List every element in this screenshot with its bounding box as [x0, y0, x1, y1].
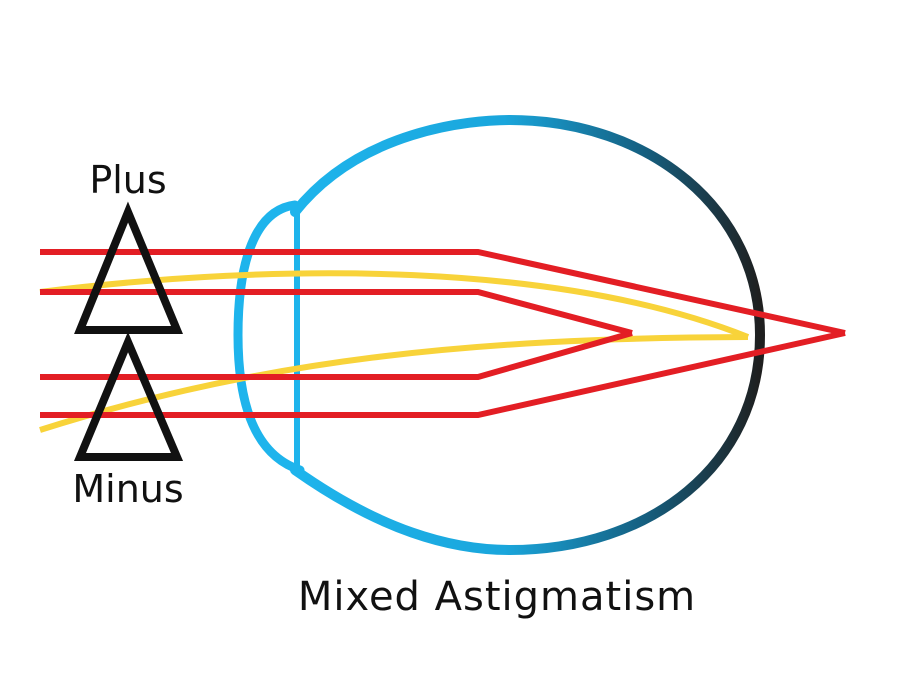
- red-ray-inner-top: [40, 289, 633, 336]
- cornea: [233, 200, 305, 475]
- diagram-title: Mixed Astigmatism: [298, 574, 696, 620]
- yellow-ray-lower: [39, 334, 749, 433]
- plus-prism-triangle: [74, 201, 183, 334]
- yellow-ray-upper: [39, 270, 750, 340]
- red-ray-outer-bottom: [40, 330, 846, 418]
- minus-prism-triangle: [73, 331, 184, 461]
- eyeball-outline: [290, 114, 766, 556]
- plus-label: Plus: [89, 158, 166, 202]
- red-ray-inner-bottom: [40, 330, 633, 380]
- minus-label: Minus: [72, 467, 183, 511]
- red-ray-outer-top: [40, 249, 846, 336]
